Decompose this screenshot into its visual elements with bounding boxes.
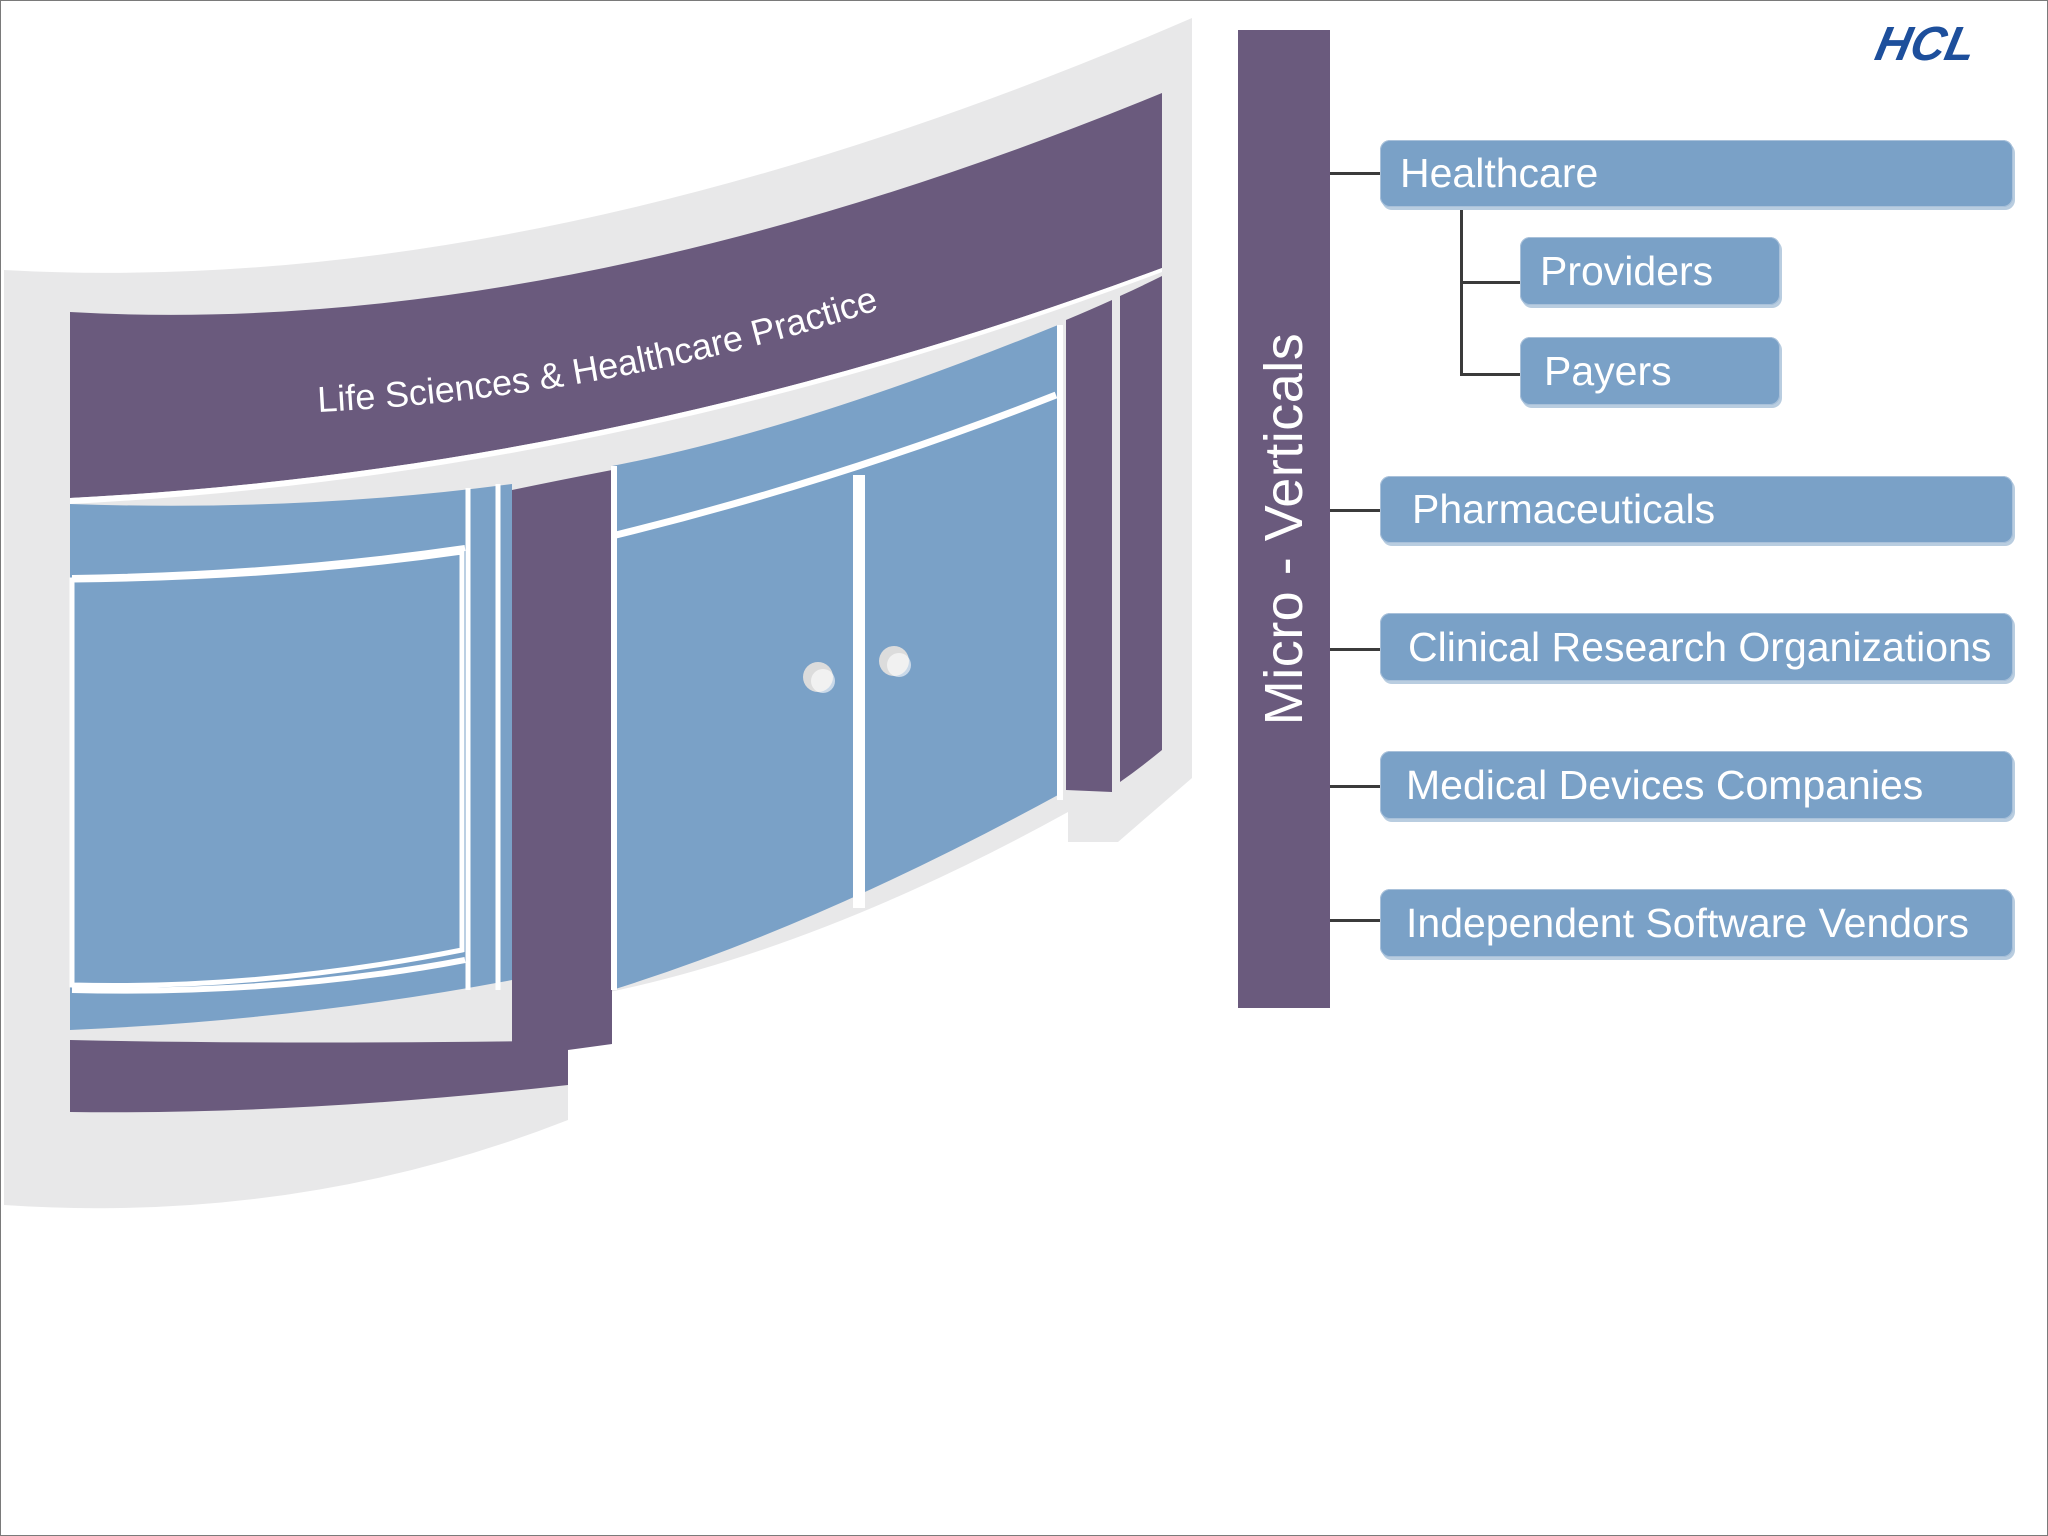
connector-cro <box>1330 648 1380 651</box>
connector-isv <box>1330 919 1380 922</box>
left-window-glass <box>69 549 465 989</box>
vertical-providers: Providers <box>1520 237 1780 305</box>
door-knob-right-highlight <box>887 653 911 677</box>
vertical-healthcare: Healthcare <box>1380 140 2013 207</box>
storefront-illustration: Life Sciences & Healthcare Practice <box>4 18 1192 1209</box>
door-transom <box>615 391 1058 539</box>
connector-pharmaceuticals <box>1330 509 1380 512</box>
right-pillar-2 <box>1120 276 1162 782</box>
connector-providers <box>1460 281 1522 284</box>
connector-payers <box>1460 373 1522 376</box>
door-knob-left-highlight <box>811 669 835 693</box>
right-pillar-1 <box>1066 300 1112 792</box>
hcl-logo-text: HCL <box>1871 20 1981 64</box>
hcl-logo: HCL <box>1871 20 1981 64</box>
connector-healthcare <box>1330 172 1380 175</box>
left-window-transom <box>71 545 466 581</box>
vertical-medical-devices-companies: Medical Devices Companies <box>1380 751 2013 819</box>
vertical-pharmaceuticals: Pharmaceuticals <box>1380 476 2013 543</box>
vertical-independent-software-vendors: Independent Software Vendors <box>1380 889 2013 957</box>
vertical-payers: Payers <box>1520 337 1780 405</box>
micro-verticals-spine <box>1238 30 1330 1008</box>
storefront-sign-band <box>70 93 1162 498</box>
vertical-clinical-research-organizations: Clinical Research Organizations <box>1380 613 2013 681</box>
left-window-base <box>71 957 466 994</box>
storefront-base <box>70 1040 612 1113</box>
micro-verticals-label: Micro - Verticals <box>1254 332 1314 726</box>
door-frame <box>612 325 1058 990</box>
connector-medical-devices <box>1330 785 1380 788</box>
connector-healthcare-sub <box>1460 208 1463 376</box>
storefront-pillar <box>512 470 612 1052</box>
